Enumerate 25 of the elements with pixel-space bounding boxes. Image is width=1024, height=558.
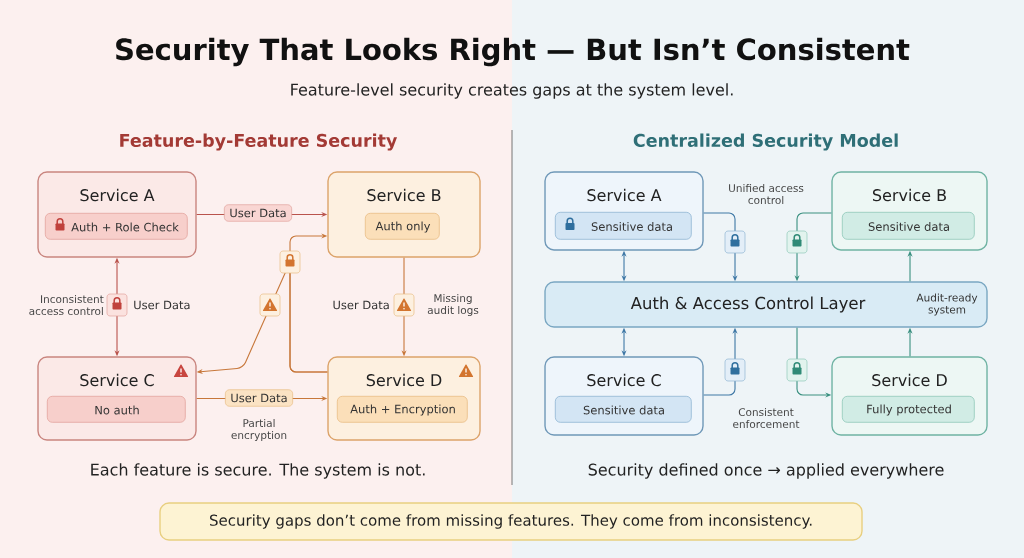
subtitle: Feature-level security creates gaps at the system level. [291,83,733,99]
status-box: Sensitive data [841,211,975,240]
note-text: Inconsistent access control [29,294,104,316]
note-text: Partial encryption [231,418,287,442]
section-heading: Feature-by-Feature Security [120,133,398,151]
status-box: Auth + Role Check [44,212,188,240]
edge-label: User Data [225,389,294,407]
section-heading: Centralized Security Model [633,133,898,151]
note-text: Consistent enforcement [733,407,800,429]
title: Security That Looks Right — But Isn’t Consistent [116,37,910,67]
message-banner: Security gaps don’t come from missing features. They come from inconsistency. [159,502,863,541]
status-box: No auth [46,395,186,423]
edge-label: User Data [333,300,389,310]
status-box: Auth + Encryption [336,395,468,423]
note-text: Missing audit logs [427,293,479,317]
statement: Each feature is secure. The system is not. [91,463,425,479]
edge-label: User Data [224,204,293,222]
note-text: Unified access control [729,183,804,205]
status-box: Sensitive data [554,395,692,423]
status-box: Fully protected [841,395,975,423]
edge-label: User Data [134,300,190,310]
status-box: Auth only [364,212,440,240]
statement: Security defined once → applied everywhere [588,463,944,479]
status-box: Sensitive data [554,211,692,240]
layer-box: Auth & Access Control Layer Audit-ready system [544,281,988,328]
